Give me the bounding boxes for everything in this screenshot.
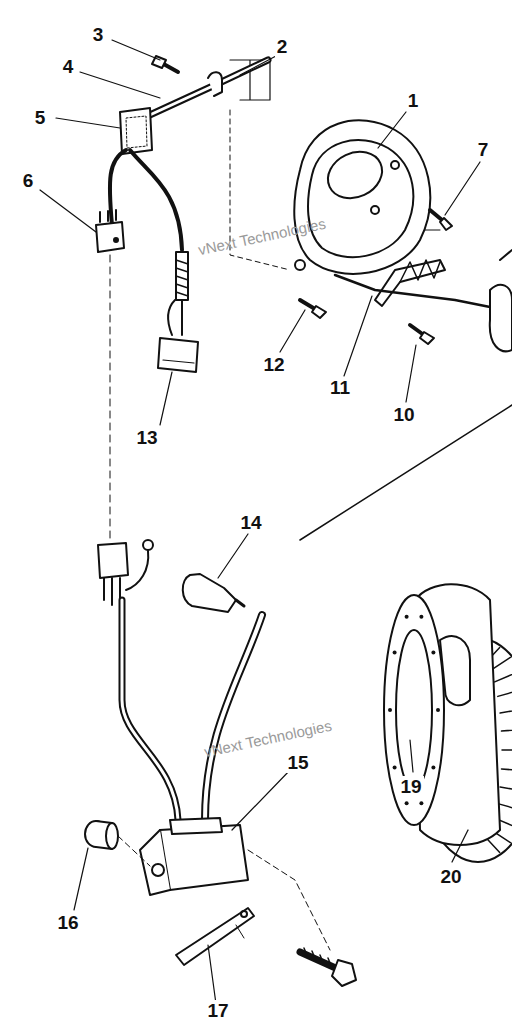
connector-wire [100,210,116,222]
coil-bracket [140,830,170,895]
callout-number: 11 [328,377,352,398]
flywheel-hole [393,650,397,654]
connector [158,338,198,372]
fan-fin [500,707,512,713]
strap-detail [236,925,244,938]
flywheel-hole [405,801,409,805]
stator-hole [391,161,399,169]
grommet [120,108,152,154]
stator-coil-partial [500,250,512,260]
callout-number: 12 [261,354,286,375]
callout-number: 16 [55,912,80,933]
magnet [440,636,470,705]
wire [110,150,126,225]
coil-boot [170,818,222,834]
wire [130,150,182,250]
pickup-coil [375,260,445,306]
flywheel-hole [419,615,423,619]
callout-number: 6 [21,170,36,191]
callout-number: 5 [33,107,48,128]
stator-hole [371,206,379,214]
stator-boss [295,260,305,270]
wire-inner [122,600,178,820]
wire [104,578,120,605]
wire [126,551,148,590]
callout-number: 10 [391,404,416,425]
screw-head [440,218,452,230]
connector [98,543,128,578]
callout-number: 1 [406,90,421,111]
spark-plug-cap-tip [236,600,244,606]
spacer-end [106,823,118,849]
wire-sleeve [176,252,188,300]
callout-number: 20 [438,866,463,887]
flywheel-hole [405,615,409,619]
wire [122,600,178,820]
spark-plug-wire [205,615,262,820]
connector-detail [163,360,194,363]
fan-fin [487,839,500,853]
flywheel-ring [396,630,432,790]
wire [168,300,182,335]
flywheel-holes [388,615,440,805]
connector-pin [114,238,118,242]
harness-clip [208,72,222,96]
flywheel-hole [419,801,423,805]
callout-number: 2 [275,36,290,57]
assembly-line [118,836,150,866]
spark-plug-cap [183,574,236,612]
fan-fin [498,688,512,697]
flywheel-hole [388,708,392,712]
spark-plug-wire-inner [205,615,262,820]
stator-plate-rim [308,140,413,257]
callout-number: 17 [205,1000,230,1021]
connector [96,222,124,252]
assembly-line [110,255,111,540]
stator-coil-partial [490,285,512,351]
grommet-texture [126,116,147,148]
callout-number: 3 [91,24,106,45]
leader-lines [40,40,480,1004]
stator-plate [294,120,430,274]
fan-fin [495,671,512,682]
callout-number: 14 [238,512,263,533]
mount-hole [152,864,164,876]
flywheel-face [384,595,444,825]
coil-wire [335,275,505,310]
callout-number: 7 [476,139,491,160]
assembly-line [248,850,330,950]
callout-number: 15 [285,752,310,773]
flywheel-hole [393,766,397,770]
fan-fin [502,769,512,772]
flywheel-hole [431,650,435,654]
callout-number: 4 [61,56,76,77]
ring-terminal [143,540,153,550]
callout-number: 13 [134,427,159,448]
coil-winding [400,260,440,282]
fan-fin [500,787,512,793]
fan-fin [502,728,512,731]
fan-fin [502,749,512,751]
callout-number: 19 [398,776,423,797]
bolt-thread [304,948,332,968]
flywheel-hole [436,708,440,712]
stator-hole [320,143,389,207]
screw-head [420,332,434,344]
screw-head [312,306,326,318]
bolt-head [332,960,356,986]
strap-hole [241,911,247,917]
ground-strap [176,908,254,965]
sleeve-coil [176,260,188,296]
guide-line [300,405,512,540]
flywheel-hole [431,766,435,770]
